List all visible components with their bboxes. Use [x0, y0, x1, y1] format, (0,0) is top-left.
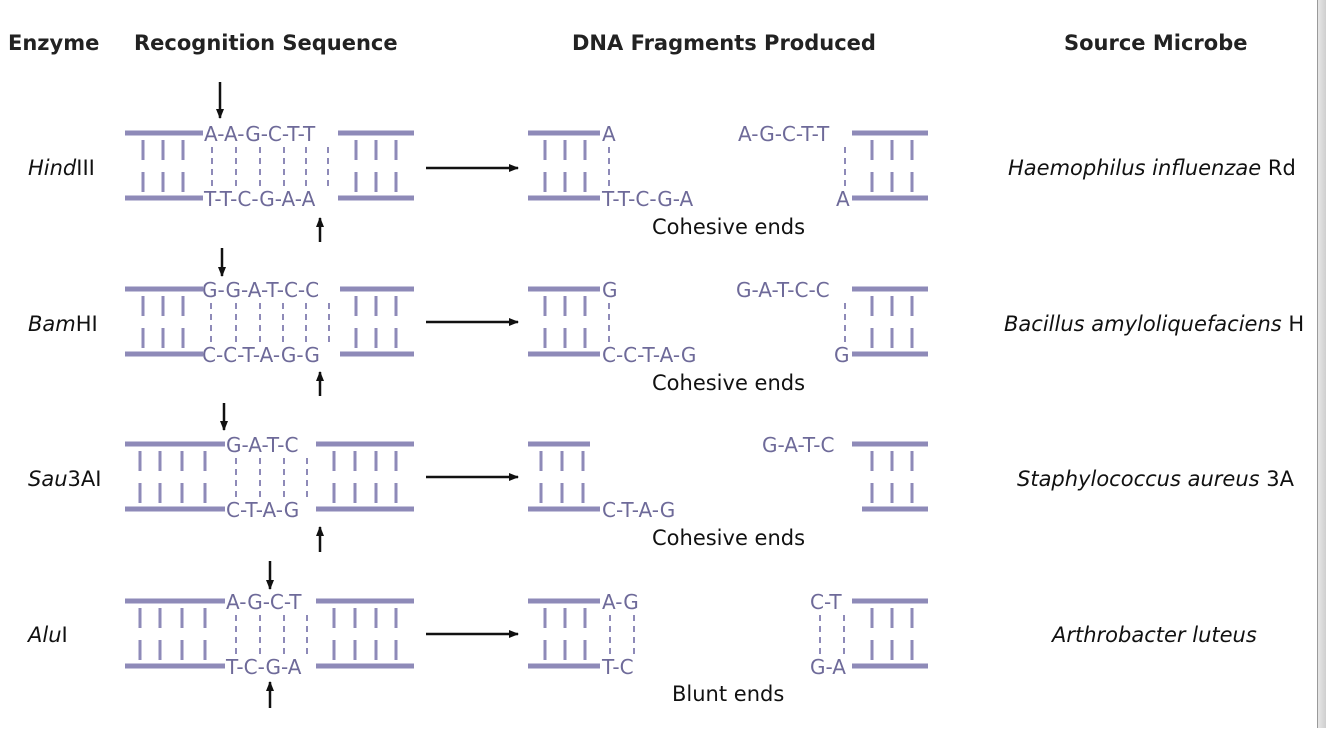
ends-type-label: Blunt ends — [672, 682, 784, 706]
left-fragment-top: G — [602, 278, 618, 302]
right-fragment-bottom: G — [834, 343, 850, 367]
ends-type-label: Cohesive ends — [652, 371, 805, 395]
enzyme-row-sau3ai: Sau3AI G-A-T-C C-T-A-G — [28, 403, 1295, 552]
enzyme-row-alui: AluI A-G-C-T T-C-G-A — [26, 561, 1257, 708]
fragments: G C-C-T-A-G G-A-T-C-C G Cohesive ends — [528, 278, 928, 395]
header-recognition-sequence: Recognition Sequence — [134, 31, 398, 55]
fragments: A T-T-C-G-A A-G-C-T-T A Cohesive ends — [528, 122, 928, 239]
page-edge-line — [1317, 0, 1318, 728]
left-fragment-bottom: T-C — [601, 655, 634, 679]
recognition-duplex: A-G-C-T T-C-G-A — [125, 561, 414, 708]
left-fragment-bottom: T-T-C-G-A — [601, 187, 694, 211]
top-strand-sequence: G-A-T-C — [226, 433, 298, 457]
left-fragment-bottom: C-T-A-G — [602, 498, 675, 522]
right-fragment-top: A-G-C-T-T — [738, 122, 830, 146]
source-microbe: Haemophilus influenzae Rd — [1008, 156, 1296, 180]
enzyme-row-bamhi: BamHI G-G-A-T-C-C C-C-T-A-G-G — [28, 248, 1304, 396]
bottom-strand-sequence: C-T-A-G — [226, 498, 299, 522]
recognition-duplex: G-G-A-T-C-C C-C-T-A-G-G — [125, 248, 414, 396]
right-fragment-top: G-A-T-C-C — [736, 278, 830, 302]
enzyme-name: Sau3AI — [28, 467, 101, 491]
header-dna-fragments: DNA Fragments Produced — [572, 31, 876, 55]
left-fragment-top: A — [602, 122, 616, 146]
left-fragment-top: A-G — [602, 590, 639, 614]
right-fragment-bottom: G-A — [810, 655, 846, 679]
source-microbe: Staphylococcus aureus 3A — [1017, 467, 1295, 491]
header-source-microbe: Source Microbe — [1064, 31, 1247, 55]
left-fragment-bottom: C-C-T-A-G — [602, 343, 696, 367]
fragments: C-T-A-G G-A-T-C Cohesive ends — [528, 433, 928, 550]
enzyme-name: HindIII — [28, 156, 95, 180]
right-fragment-top: G-A-T-C — [762, 433, 834, 457]
top-strand-sequence: A-G-C-T — [226, 590, 302, 614]
top-strand-sequence: A-A-G-C-T-T — [204, 122, 316, 146]
top-strand-sequence: G-G-A-T-C-C — [202, 278, 319, 302]
recognition-duplex: A-A-G-C-T-T T-T-C-G-A-A — [125, 82, 414, 242]
source-microbe: Arthrobacter luteus — [1050, 623, 1257, 647]
bottom-strand-sequence: T-T-C-G-A-A — [203, 187, 316, 211]
fragments: A-G T-C C-T G-A Blunt ends — [528, 590, 928, 706]
page-edge-shadow — [1318, 0, 1326, 728]
enzyme-row-hindiii: HindIII A-A-G-C-T-T T-T-C-G-A-A — [28, 82, 1296, 242]
enzyme-name: BamHI — [28, 312, 98, 336]
source-microbe: Bacillus amyloliquefaciens H — [1004, 312, 1304, 336]
enzyme-name: AluI — [26, 623, 68, 647]
bottom-strand-sequence: C-C-T-A-G-G — [202, 343, 320, 367]
bottom-strand-sequence: T-C-G-A — [225, 655, 302, 679]
ends-type-label: Cohesive ends — [652, 215, 805, 239]
header-enzyme: Enzyme — [8, 31, 99, 55]
ends-type-label: Cohesive ends — [652, 526, 805, 550]
right-fragment-top: C-T — [810, 590, 842, 614]
recognition-duplex: G-A-T-C C-T-A-G — [125, 403, 414, 552]
right-fragment-bottom: A — [836, 187, 850, 211]
